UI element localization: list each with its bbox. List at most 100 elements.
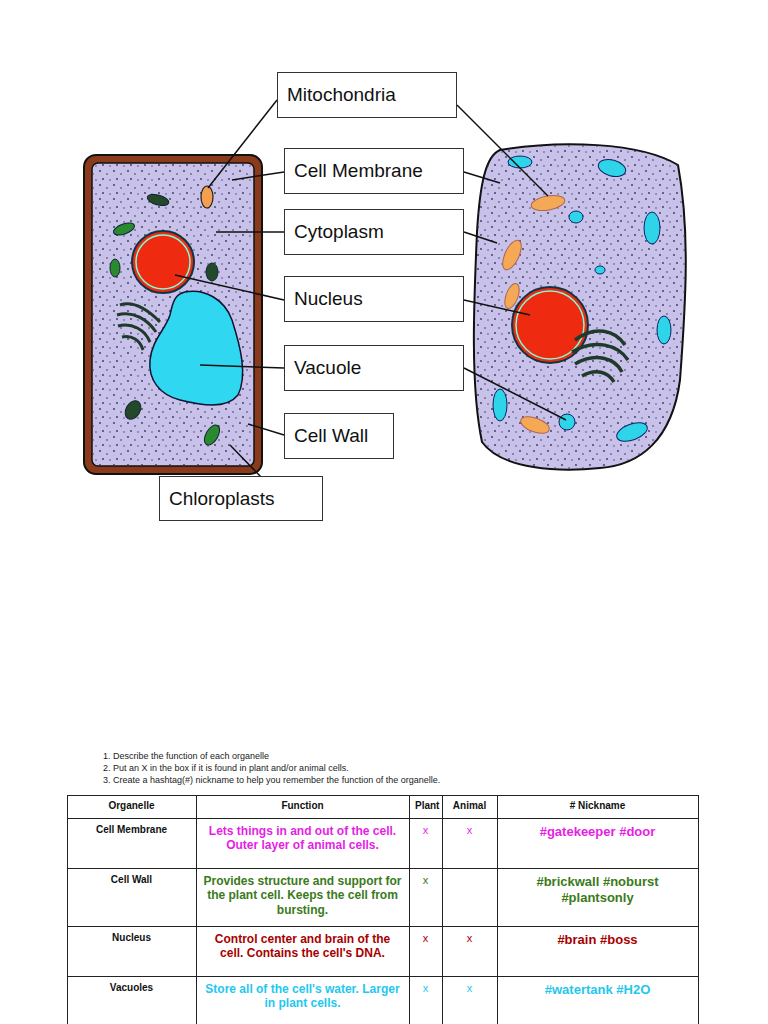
animal-vacuoles <box>493 156 671 445</box>
nickname: #brain #boss <box>497 932 698 948</box>
cytoplasm-shape <box>92 163 254 466</box>
chloroplast <box>146 192 170 207</box>
leader-line <box>464 232 497 243</box>
row-line <box>67 868 698 869</box>
instruction: 2. Put an X in the box if it is found in… <box>103 763 703 774</box>
leader-line <box>232 172 284 180</box>
label-box: Mitochondria <box>277 72 457 118</box>
organelle-name: Cell Wall <box>67 874 196 886</box>
check-mark: x <box>442 982 497 995</box>
golgi-stack <box>122 337 143 350</box>
label-text: Cell Wall <box>294 425 368 447</box>
chloroplasts <box>110 192 223 447</box>
leader-line <box>464 368 566 420</box>
label-text: Cytoplasm <box>294 221 384 243</box>
leader-lines <box>175 100 566 478</box>
mitochondrion <box>530 193 566 213</box>
golgi-stack <box>582 372 614 382</box>
function-text: Store all of the cell's water. Larger in… <box>196 982 409 1011</box>
check-mark: x <box>409 824 442 837</box>
column-header: Animal <box>442 800 497 812</box>
chloroplast <box>110 259 120 277</box>
leader-line <box>464 172 500 183</box>
row-line <box>67 976 698 977</box>
column-line <box>442 795 443 1024</box>
mitochondrion <box>502 282 522 311</box>
column-header: Plant <box>409 800 442 812</box>
vacuole <box>614 419 650 445</box>
label-text: Cell Membrane <box>294 160 423 182</box>
label-box: Vacuole <box>284 345 464 391</box>
mitochondrion <box>499 238 525 273</box>
leader-line <box>216 231 284 233</box>
nuclear-envelope <box>516 291 584 359</box>
label-box: Cell Membrane <box>284 148 464 194</box>
label-box: Nucleus <box>284 276 464 322</box>
check-mark: x <box>409 982 442 995</box>
table-border <box>68 796 699 1024</box>
label-box: Cell Wall <box>284 413 394 459</box>
column-line <box>196 795 197 1024</box>
function-text: Provides structure and support for the p… <box>196 874 409 917</box>
function-text: Lets things in and out of the cell. Oute… <box>196 824 409 853</box>
vacuole <box>508 156 532 168</box>
chloroplast <box>206 263 218 281</box>
check-mark: x <box>442 932 497 945</box>
check-mark: x <box>409 874 442 887</box>
cytoplasm-dots <box>474 144 686 469</box>
vacuole <box>657 316 671 344</box>
plant-cell <box>84 155 262 474</box>
check-mark: x <box>409 932 442 945</box>
chloroplast <box>201 422 222 447</box>
leader-line <box>464 300 530 315</box>
animal-cytoplasm <box>474 144 686 469</box>
column-header: Function <box>196 800 409 812</box>
leader-line <box>230 445 262 478</box>
chloroplast <box>122 398 144 422</box>
animal-nucleus <box>512 287 588 363</box>
label-text: Nucleus <box>294 288 363 310</box>
cell-wall-shape <box>84 155 262 474</box>
column-line <box>497 795 498 1024</box>
cytoplasm-dots <box>92 163 254 466</box>
golgi-stack <box>575 358 622 372</box>
vacuole <box>559 414 575 430</box>
animal-cell <box>474 144 686 469</box>
vacuole <box>644 212 660 244</box>
animal-mitochondria <box>499 193 566 437</box>
function-text: Control center and brain of the cell. Co… <box>196 932 409 961</box>
row-line <box>67 926 698 927</box>
nuclear-envelope <box>136 235 190 289</box>
plant-nucleus <box>132 231 194 293</box>
organelle-name: Vacuoles <box>67 982 196 994</box>
label-box: Chloroplasts <box>159 476 323 521</box>
column-header: Organelle <box>67 800 196 812</box>
label-text: Mitochondria <box>287 84 396 106</box>
leader-line <box>457 105 548 196</box>
leader-line <box>175 275 284 300</box>
instruction: 3. Create a hashtag(#) nickname to help … <box>103 775 703 786</box>
label-box: Cytoplasm <box>284 209 464 255</box>
animal-golgi <box>572 331 628 382</box>
check-mark: x <box>442 824 497 837</box>
nickname: #brickwall #noburst #plantsonly <box>497 874 698 905</box>
table-grid <box>67 795 699 1024</box>
organelle-name: Cell Membrane <box>67 824 196 836</box>
column-line <box>409 795 410 1024</box>
label-text: Vacuole <box>294 357 361 379</box>
column-header: # Nickname <box>497 800 698 812</box>
row-line <box>67 818 698 819</box>
instruction: 1. Describe the function of each organel… <box>103 751 703 762</box>
organelle-name: Nucleus <box>67 932 196 944</box>
vacuole <box>569 211 583 223</box>
vacuole <box>595 266 605 274</box>
nickname: #watertank #H2O <box>497 982 698 998</box>
chloroplast <box>112 221 136 238</box>
nickname: #gatekeeper #door <box>497 824 698 840</box>
vacuole <box>596 157 627 180</box>
plant-mitochondrion <box>201 186 213 208</box>
vacuole <box>493 389 507 421</box>
golgi-stack <box>117 314 156 332</box>
leader-line <box>248 424 284 435</box>
